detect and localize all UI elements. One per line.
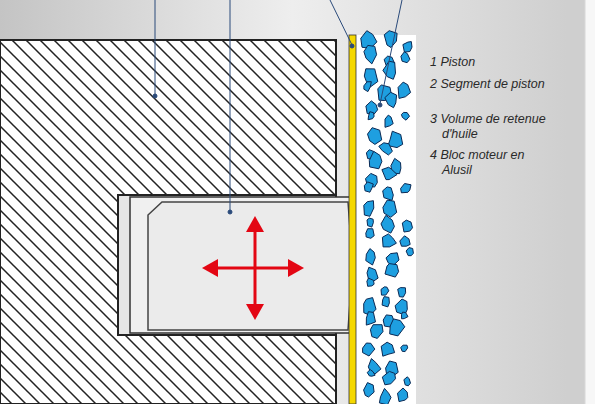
part-label: 1 Piston (430, 55, 554, 70)
silicon-grain (404, 377, 411, 386)
silicon-grain (382, 167, 397, 179)
silicon-grain (364, 45, 377, 64)
silicon-grain (370, 325, 383, 339)
silicon-grain (366, 229, 374, 239)
silicon-grain (390, 319, 405, 336)
silicon-grain (402, 220, 412, 232)
silicon-grain (383, 61, 396, 79)
silicon-grain (398, 82, 411, 98)
silicon-grain (403, 42, 412, 53)
silicon-grain (369, 151, 382, 169)
silicon-grain (383, 200, 397, 217)
silicon-grain (367, 278, 374, 286)
silicon-grain (368, 128, 382, 145)
silicon-grain (364, 383, 375, 397)
silicon-grain (363, 343, 375, 356)
silicon-grains (361, 31, 414, 404)
silicon-grain (400, 236, 410, 246)
piston-ring (130, 197, 354, 333)
oil-film (349, 35, 356, 404)
silicon-grain (382, 297, 389, 307)
part-label: 2 Segment de piston (430, 77, 554, 92)
silicon-grain (385, 115, 393, 127)
silicon-grain (401, 184, 411, 193)
silicon-grain (385, 264, 399, 278)
silicon-grain (367, 218, 373, 227)
silicon-grain (401, 112, 409, 120)
silicon-grain (367, 370, 375, 377)
silicon-grain (382, 371, 395, 384)
silicon-grain (381, 342, 394, 356)
silicon-grain (382, 234, 396, 247)
silicon-grain (388, 131, 403, 147)
silicon-grain (385, 92, 397, 107)
leader-lines (153, 0, 402, 214)
silicon-grain (381, 215, 394, 233)
silicon-grain (379, 143, 393, 155)
silicon-grain (398, 388, 408, 402)
silicon-grain (406, 248, 413, 256)
silicon-grain (364, 201, 374, 217)
silicon-grain (379, 388, 391, 404)
silicon-grain (366, 249, 376, 265)
engine-block (356, 35, 416, 404)
silicon-grain (401, 345, 408, 351)
side-strip (585, 0, 595, 404)
silicon-grain (402, 312, 409, 319)
part-label: 4 Bloc moteur en Alusil (430, 148, 554, 178)
silicon-grain (364, 82, 371, 92)
force-arrows (202, 216, 304, 320)
piston-ring-profile (148, 202, 351, 330)
silicon-grain (401, 52, 410, 63)
silicon-grain (366, 312, 375, 325)
silicon-grain (381, 287, 389, 295)
silicon-grain (383, 187, 394, 201)
part-label: 3 Volume de retenue d'huile (430, 112, 554, 142)
silicon-grain (368, 112, 374, 120)
silicon-grain (398, 288, 406, 298)
silicon-grain (364, 182, 373, 192)
